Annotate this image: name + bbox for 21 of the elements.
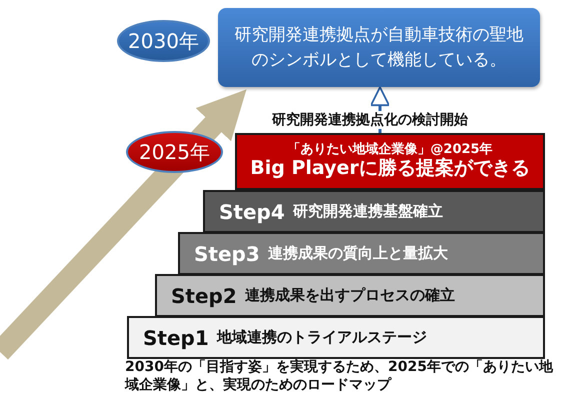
- stair-step: [203, 190, 545, 233]
- step-number: Step1: [143, 326, 209, 350]
- stair-step: [127, 316, 545, 359]
- step-number: Step2: [171, 284, 237, 308]
- step-number: Step3: [194, 242, 260, 266]
- edge-label: 研究開発連携拠点化の検討開始: [272, 111, 468, 129]
- step-text: 連携成果の質向上と量拡大: [268, 244, 448, 263]
- goal-box: 研究開発連携拠点が自動車技術の聖地のシンボルとして機能している。: [218, 8, 540, 87]
- step-title: Big Playerに勝る提案ができる: [250, 157, 530, 182]
- stair-step: [178, 232, 545, 275]
- step-number: Step4: [219, 200, 285, 224]
- step-text: 連携成果を出すプロセスの確立: [244, 286, 455, 305]
- step-subtitle: 「ありたい地域企業像」@2025年: [287, 142, 493, 157]
- arrow: [0, 89, 246, 360]
- step-text: 地域連携のトライアルステージ: [216, 328, 427, 347]
- year-ellipse: 2030年: [117, 20, 210, 62]
- year-ellipse: 2025年: [126, 131, 223, 173]
- caption: 2030年の「目指す姿」を実現するため、2025年での「ありたい地域企業像」と、実現のためのロードマップ: [125, 358, 554, 394]
- top-step: [235, 133, 545, 190]
- stair-step: [155, 274, 545, 317]
- step-text: 研究開発連携基盤確立: [292, 202, 443, 221]
